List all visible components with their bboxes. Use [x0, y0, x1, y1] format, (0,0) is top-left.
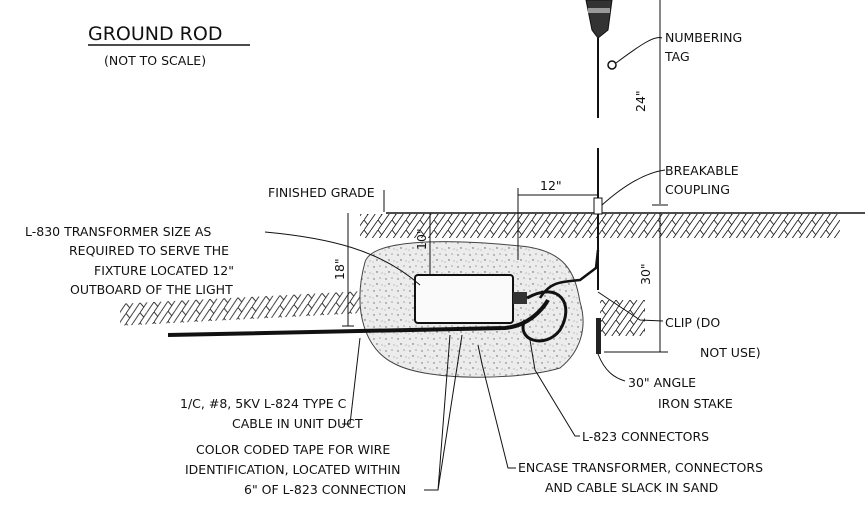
clip-label-1: CLIP (DO: [665, 315, 720, 330]
breakable-coupling-label-2: COUPLING: [665, 182, 730, 197]
numbering-tag-icon: [607, 60, 617, 70]
cable-to-light: [538, 249, 600, 299]
dimension-30-label: 30": [638, 263, 653, 285]
l-830-transformer: [414, 274, 514, 324]
encase-label-2: AND CABLE SLACK IN SAND: [545, 480, 718, 495]
light-fixture: [585, 0, 613, 39]
cable-label-2: CABLE IN UNIT DUCT: [232, 416, 363, 431]
drawing-title: GROUND ROD: [88, 23, 222, 45]
breakable-coupling-leader: [601, 169, 666, 206]
color-tape-leader: [424, 334, 463, 491]
drawing-subtitle: (NOT TO SCALE): [104, 53, 206, 68]
numbering-tag-label-2: TAG: [664, 49, 690, 64]
angle-iron-label-2: IRON STAKE: [658, 396, 733, 411]
transformer-label-2: REQUIRED TO SERVE THE: [69, 243, 229, 258]
dimension-24-label: 24": [633, 90, 648, 112]
cable-slack: [521, 290, 568, 343]
transformer-label-1: L-830 TRANSFORMER SIZE AS: [25, 224, 211, 239]
breakable-coupling-label-1: BREAKABLE: [665, 163, 739, 178]
angle-iron-stake: [593, 38, 603, 354]
clip-label-2: NOT USE): [700, 345, 761, 360]
dimension-30in: 30": [604, 213, 668, 353]
numbering-tag-label-1: NUMBERING: [665, 30, 742, 45]
angle-iron-leader: [597, 353, 626, 382]
dimension-12-label: 12": [540, 178, 562, 193]
transformer-label-3: FIXTURE LOCATED 12": [94, 263, 234, 278]
numbering-tag-leader: [615, 36, 663, 64]
breakable-coupling: [593, 197, 603, 215]
soil-hatching: [120, 214, 840, 336]
dimension-12in: 12": [517, 178, 598, 260]
encase-leader: [477, 344, 516, 469]
transformer-lead-block: [513, 292, 527, 304]
transformer-label-4: OUTBOARD OF THE LIGHT: [70, 282, 233, 297]
encase-label-1: ENCASE TRANSFORMER, CONNECTORS: [518, 460, 763, 475]
dimension-24in: 24": [633, 0, 668, 206]
transformer-leader: [264, 231, 421, 286]
connectors-label: L-823 CONNECTORS: [582, 429, 709, 444]
dimension-18in: 18": [332, 213, 354, 327]
connectors-leader: [529, 339, 580, 437]
dimension-10-label: 10": [414, 228, 429, 250]
finished-grade-label: FINISHED GRADE: [268, 185, 375, 200]
cable-in-unit-duct: [167, 299, 550, 337]
color-tape-label-1: COLOR CODED TAPE FOR WIRE: [196, 442, 390, 457]
dimension-18-label: 18": [332, 258, 347, 280]
color-tape-label-3: 6" OF L-823 CONNECTION: [244, 482, 406, 497]
color-tape-label-2: IDENTIFICATION, LOCATED WITHIN: [185, 462, 400, 477]
angle-iron-label-1: 30" ANGLE: [628, 375, 696, 390]
cable-label-1: 1/C, #8, 5KV L-824 TYPE C: [180, 396, 347, 411]
dimension-10in: 10": [414, 213, 431, 275]
title-block: GROUND ROD (NOT TO SCALE): [88, 23, 250, 68]
cable-leader: [342, 337, 361, 425]
clip-leader: [597, 291, 664, 322]
